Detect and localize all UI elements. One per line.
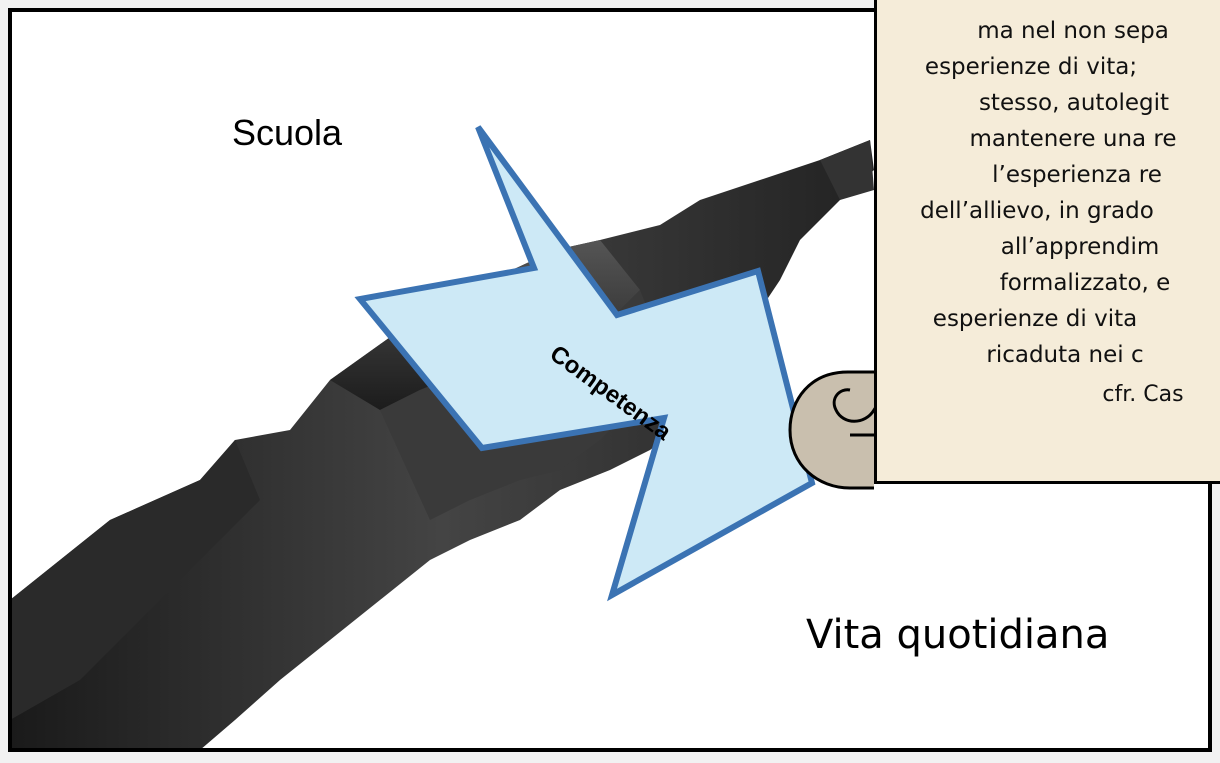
competenza-arrow-shape — [354, 125, 816, 602]
chasm-edge-right — [820, 140, 874, 200]
quote-line: esperienze di vita — [932, 306, 1138, 332]
scuola-label: Scuola — [232, 112, 343, 153]
vita-quotidiana-label: Vita quotidiana — [806, 612, 1110, 658]
quote-line: ma nel non sepa — [977, 18, 1169, 44]
quote-line: formalizzato, e — [999, 270, 1171, 296]
quote-line: ricaduta nei c — [986, 342, 1144, 368]
quote-citation: cfr. Cas — [1102, 382, 1184, 407]
quote-line: mantenere una re — [969, 126, 1177, 152]
quote-line: dell’allievo, in grado — [920, 198, 1154, 224]
quote-line: l’esperienza re — [992, 162, 1162, 188]
scroll-quote-panel: ma nel non sepa esperienze di vita; stes… — [874, 0, 1220, 484]
quote-line: stesso, autolegit — [978, 90, 1170, 116]
quote-line: all’apprendim — [1000, 234, 1160, 260]
quote-line: esperienze di vita; — [924, 54, 1138, 80]
chasm-edge-left — [10, 440, 260, 720]
